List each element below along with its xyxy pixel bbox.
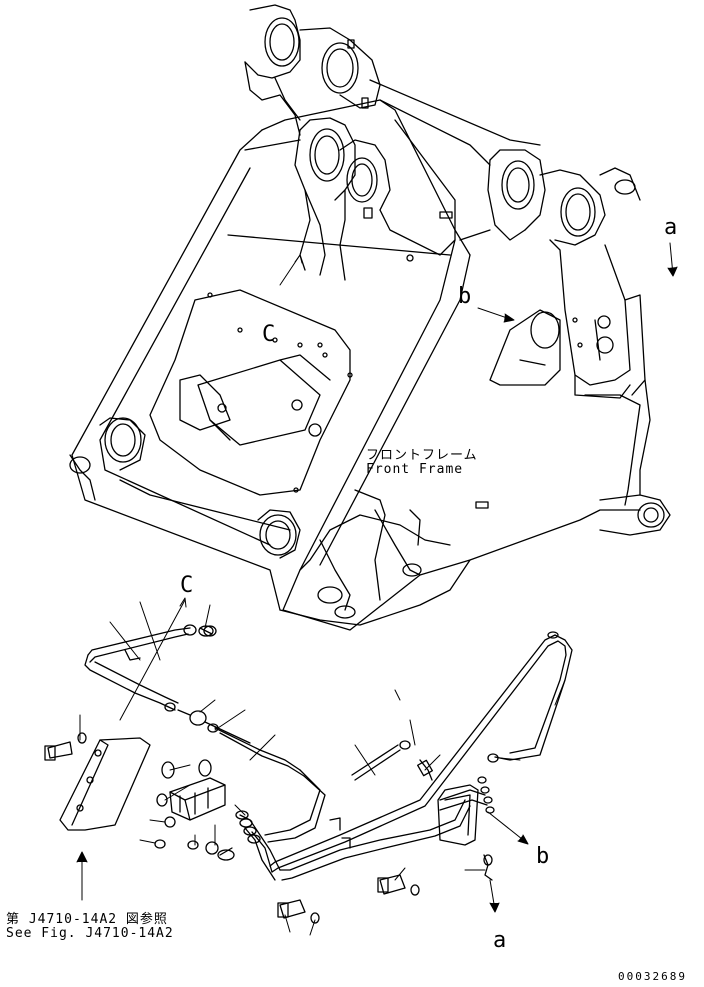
pressure-switch-1 bbox=[217, 810, 261, 861]
callout-b-top: b bbox=[458, 284, 472, 309]
callout-a-bottom: a bbox=[493, 928, 507, 953]
piping bbox=[84, 624, 573, 881]
front-frame-label-en: Front Frame bbox=[366, 462, 464, 477]
leader-lines bbox=[76, 242, 678, 936]
see-fig-label-jp: 第 J4710-14A2 図参照 bbox=[6, 912, 168, 927]
front-frame bbox=[69, 4, 671, 631]
drawing-number: 00032689 bbox=[618, 970, 687, 983]
callout-c-bottom: C bbox=[180, 573, 194, 598]
valve-assembly bbox=[44, 625, 420, 924]
callout-a-top: a bbox=[664, 215, 678, 240]
see-fig-label-en: See Fig. J4710-14A2 bbox=[6, 926, 174, 941]
callout-c-top: C bbox=[262, 322, 276, 347]
front-frame-label-jp: フロントフレーム bbox=[366, 448, 478, 463]
callout-b-bottom: b bbox=[536, 844, 550, 869]
